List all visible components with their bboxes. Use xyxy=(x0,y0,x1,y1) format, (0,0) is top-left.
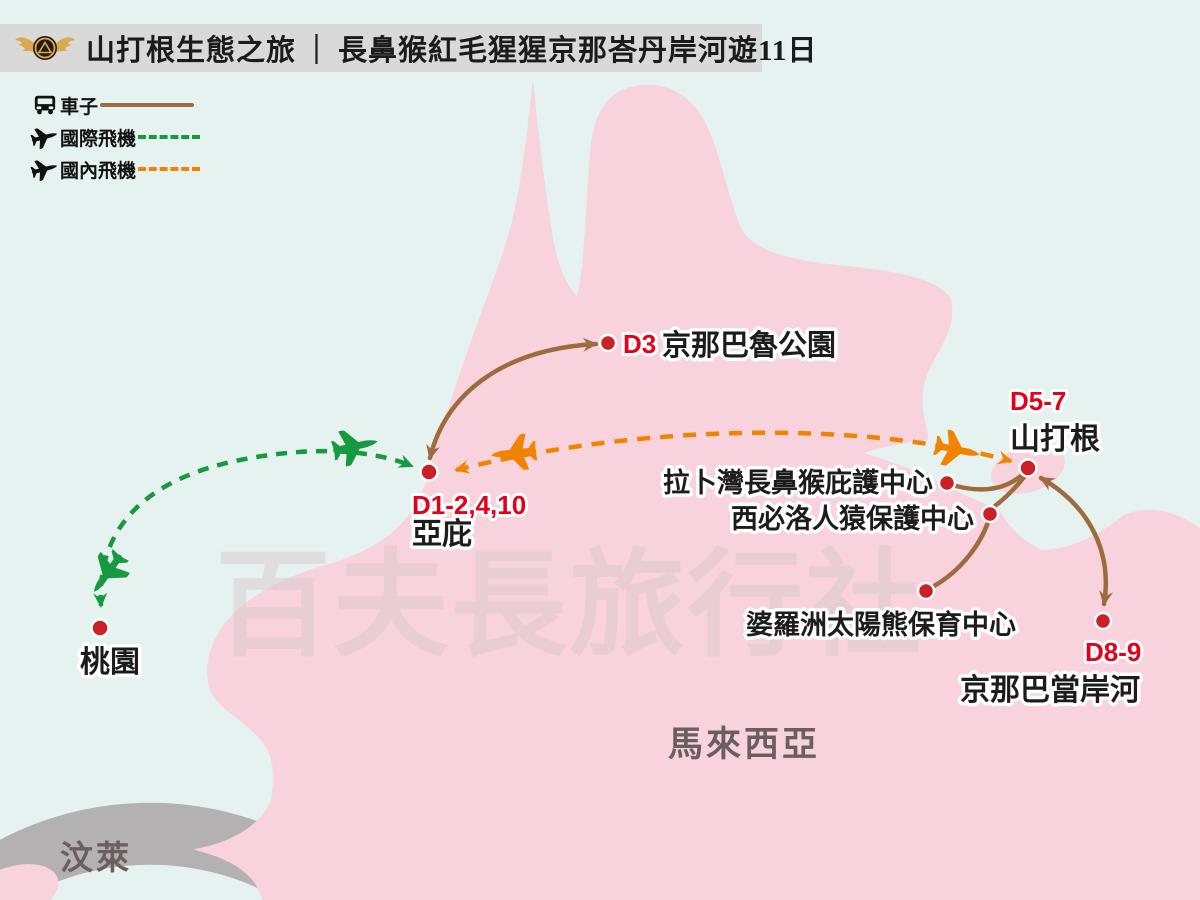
dot-kinabalu-park xyxy=(598,333,618,353)
route-car-sandakan-kinabatangan xyxy=(1038,475,1114,607)
route-car-sepilok-sandakan xyxy=(992,474,1027,509)
label-kinabalu-park: 京那巴魯公園 xyxy=(662,328,836,362)
dot-kota-kinabalu xyxy=(419,462,439,482)
plane-icon xyxy=(30,157,60,181)
legend-line-international xyxy=(138,135,201,139)
title-separator: ｜ xyxy=(302,35,333,67)
day-label-sandakan: D5-7 xyxy=(1010,386,1066,416)
day-label-kinabatangan: D8-9 xyxy=(1085,637,1141,667)
page-title: 山打根生態之旅｜長鼻猴紅毛猩猩京那峇丹岸河遊11日 xyxy=(86,27,817,69)
dot-sandakan xyxy=(1018,458,1038,478)
route-car-labuk-sandakan xyxy=(953,472,1025,492)
legend: 車子 國際飛機 國內飛機 xyxy=(30,92,201,188)
label-labuk-bay: 拉卜灣長鼻猴庇護中心 xyxy=(663,467,933,498)
legend-item-domestic-flight: 國內飛機 xyxy=(30,156,201,182)
label-brunei: 汶萊 xyxy=(60,839,132,877)
dot-labuk-bay xyxy=(937,473,957,493)
legend-item-international-flight: 國際飛機 xyxy=(30,124,201,150)
label-kinabatangan: 京那巴當岸河 xyxy=(960,673,1140,707)
dot-kinabatangan xyxy=(1093,611,1113,631)
title-part2: 長鼻猴紅毛猩猩京那峇丹岸河遊11日 xyxy=(338,35,818,67)
route-car-sunbear-sepilok xyxy=(931,519,991,589)
title-part1: 山打根生態之旅 xyxy=(86,35,297,67)
legend-label-domestic: 國內飛機 xyxy=(60,160,137,182)
legend-line-domestic xyxy=(138,167,201,171)
orange-airplane-icon xyxy=(931,427,984,473)
route-intl-taoyuan-kk xyxy=(93,448,414,608)
watermark-text: 百夫長旅行社 xyxy=(215,540,923,670)
label-sandakan: 山打根 xyxy=(1010,423,1100,456)
dot-taoyuan xyxy=(90,618,110,638)
legend-line-car xyxy=(100,103,195,107)
landmass-islet xyxy=(0,864,59,900)
label-taoyuan: 桃園 xyxy=(80,646,140,679)
header-bar: 山打根生態之旅｜長鼻猴紅毛猩猩京那峇丹岸河遊11日 xyxy=(0,24,816,72)
green-airplane-icon xyxy=(329,423,382,469)
dot-sun-bear-centre xyxy=(916,581,936,601)
corner-arc-decoration xyxy=(0,802,381,900)
label-sepilok: 西必洛人猿保護中心 xyxy=(731,503,974,534)
centurion-wings-logo xyxy=(15,36,75,60)
dot-sepilok xyxy=(980,504,1000,524)
plane-icon xyxy=(30,125,60,149)
legend-item-car: 車子 xyxy=(30,92,200,118)
route-car-kk-kinabalu xyxy=(426,337,599,461)
legend-label-international: 國際飛機 xyxy=(60,128,137,150)
landmass-main xyxy=(194,78,1200,900)
legend-label-car: 車子 xyxy=(60,96,99,118)
bus-icon xyxy=(34,95,56,115)
label-malaysia: 馬來西亞 xyxy=(668,725,820,764)
day-label-kk: D1-2,4,10 xyxy=(412,490,526,520)
green-airplane-icon xyxy=(79,544,136,603)
label-sun-bear-centre: 婆羅洲太陽熊保育中心 xyxy=(746,609,1016,640)
label-kota-kinabalu: 亞庇 xyxy=(412,518,472,551)
day-label-kinabalu: D3 xyxy=(623,329,656,359)
